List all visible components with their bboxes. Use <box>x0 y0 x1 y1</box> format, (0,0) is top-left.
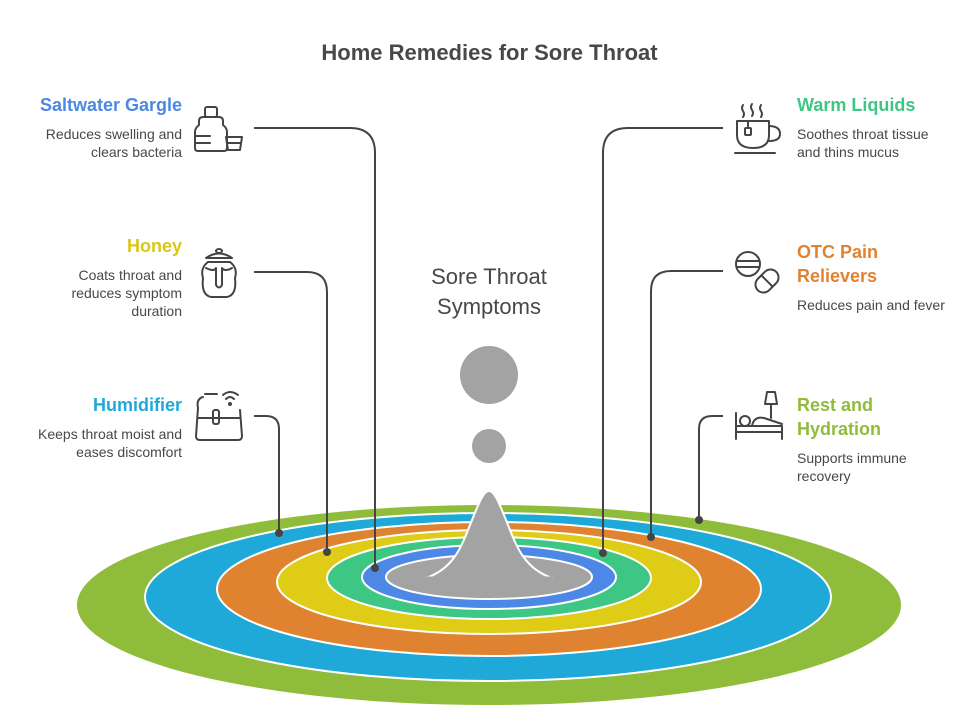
desc-line: Coats throat and <box>78 267 182 283</box>
remedy-description: Coats throat and reduces symptom duratio… <box>0 266 182 320</box>
center-label-line2: Symptoms <box>437 294 541 319</box>
desc-line: Reduces swelling and <box>45 126 182 142</box>
page-title: Home Remedies for Sore Throat <box>321 40 658 65</box>
connector-saltwater <box>254 127 376 568</box>
symptom-drop-large <box>460 346 518 404</box>
desc-line: Soothes throat tissue <box>797 126 929 142</box>
title-line: OTC Pain <box>797 242 879 262</box>
remedy-description: Reduces swelling and clears bacteria <box>0 125 182 161</box>
remedy-description: Supports immune recovery <box>797 449 967 485</box>
connector-dot-warm-liquids <box>599 549 607 557</box>
humidifier-icon <box>195 391 243 441</box>
desc-line: Supports immune <box>797 450 907 466</box>
connector-dot-rest <box>695 516 703 524</box>
remedy-title: Warm Liquids <box>797 95 916 115</box>
center-label: Sore Throat Symptoms <box>389 262 589 322</box>
remedy-saltwater-gargle: Saltwater Gargle Reduces swelling and cl… <box>0 93 182 161</box>
remedy-otc-pain-relievers: OTC Pain Relievers Reduces pain and feve… <box>797 240 967 314</box>
title-line: Hydration <box>797 419 882 439</box>
remedy-title: Honey <box>126 236 182 256</box>
desc-line: duration <box>131 303 182 319</box>
connector-dot-otc <box>647 533 655 541</box>
connector-rest <box>698 415 723 520</box>
connector-warm-liquids <box>602 127 723 553</box>
center-label-line1: Sore Throat <box>431 264 547 289</box>
remedy-title: Rest and Hydration <box>797 393 967 441</box>
remedy-title: Humidifier <box>92 395 182 415</box>
tea-cup-icon <box>734 103 781 154</box>
desc-line: Reduces pain and fever <box>797 297 945 313</box>
honey-pot-icon <box>201 248 237 298</box>
remedy-humidifier: Humidifier Keeps throat moist and eases … <box>0 393 182 461</box>
bed-lamp-icon <box>735 391 783 440</box>
mouthwash-bottle-icon <box>194 106 243 152</box>
desc-line: reduces symptom <box>71 285 182 301</box>
connector-humidifier <box>254 415 280 533</box>
remedy-description: Soothes throat tissue and thins mucus <box>797 125 967 161</box>
remedy-title: Saltwater Gargle <box>39 95 182 115</box>
remedy-description: Keeps throat moist and eases discomfort <box>0 425 182 461</box>
remedy-title: OTC Pain Relievers <box>797 240 967 288</box>
title-line: Relievers <box>797 266 878 286</box>
remedy-description: Reduces pain and fever <box>797 296 967 314</box>
connector-otc <box>650 270 723 537</box>
desc-line: Keeps throat moist and <box>38 426 182 442</box>
connector-dot-humidifier <box>275 529 283 537</box>
connector-dot-saltwater <box>371 564 379 572</box>
connector-honey <box>254 271 328 552</box>
desc-line: eases discomfort <box>76 444 182 460</box>
remedy-warm-liquids: Warm Liquids Soothes throat tissue and t… <box>797 93 967 161</box>
connector-dot-honey <box>323 548 331 556</box>
desc-line: and thins mucus <box>797 144 899 160</box>
desc-line: recovery <box>797 468 851 484</box>
symptom-peak <box>425 489 553 579</box>
remedy-honey: Honey Coats throat and reduces symptom d… <box>0 234 182 320</box>
remedy-rest-hydration: Rest and Hydration Supports immune recov… <box>797 393 967 485</box>
title-line: Rest and <box>797 395 874 415</box>
pills-icon <box>735 251 780 294</box>
desc-line: clears bacteria <box>90 144 182 160</box>
symptom-drop-small <box>472 429 506 463</box>
